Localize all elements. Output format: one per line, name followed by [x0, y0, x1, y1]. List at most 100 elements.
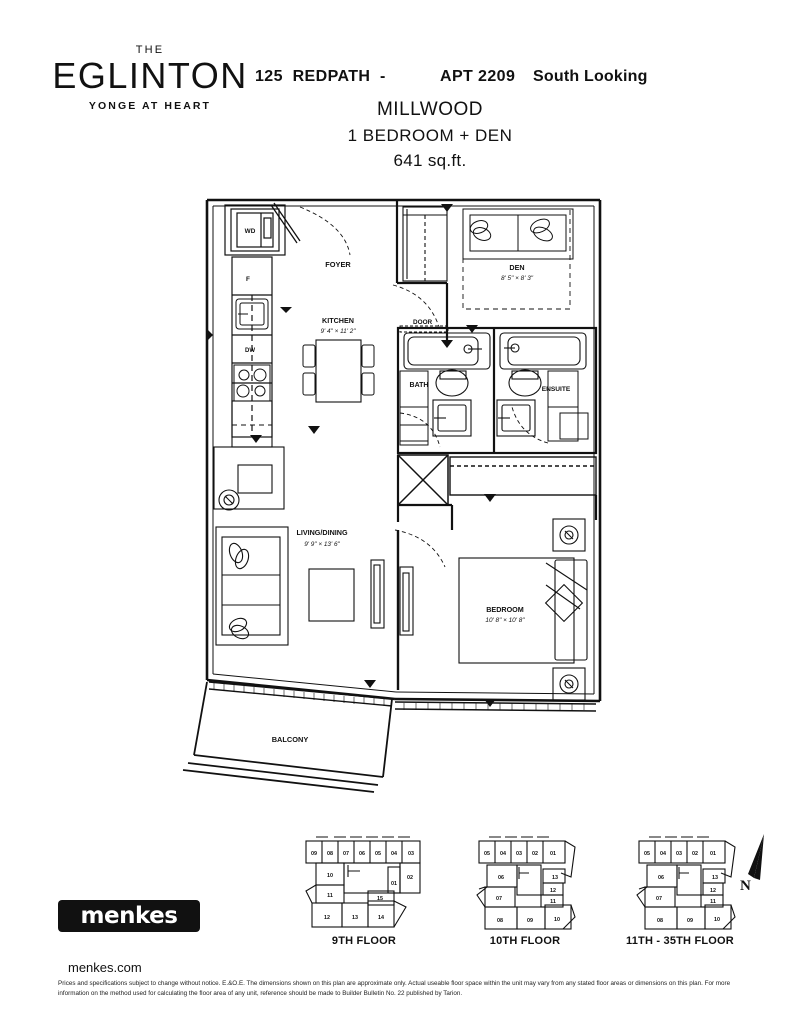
- svg-text:05: 05: [375, 851, 381, 857]
- media-console: [213, 446, 285, 511]
- exterior-walls: [205, 198, 602, 703]
- svg-text:10: 10: [714, 917, 720, 923]
- balcony-hatch: [213, 683, 585, 710]
- svg-text:02: 02: [532, 851, 538, 857]
- bed: [544, 559, 588, 661]
- room-label-living-dining: LIVING/DINING: [296, 528, 348, 537]
- laundry-closet: [224, 204, 286, 256]
- svg-text:10: 10: [554, 917, 560, 923]
- room-dims-kitchen: 9' 4" × 11' 2": [320, 328, 356, 335]
- nightstand-top: [552, 518, 586, 552]
- key-plan-9th-label: 9TH FLOOR: [331, 935, 397, 947]
- floor-plan: DEN 8' 5" × 8' 3" FOYER WD: [0, 185, 800, 815]
- svg-text:02: 02: [692, 851, 698, 857]
- menkes-website-url[interactable]: menkes.com: [68, 960, 142, 975]
- kitchen-counter: [231, 256, 273, 438]
- sheet-header: THE EGLINTON YONGE AT HEART 125 REDPATH …: [0, 0, 800, 185]
- eglinton-logo: THE EGLINTON YONGE AT HEART: [45, 44, 255, 112]
- dining-table: [315, 339, 362, 403]
- balcony-slab: [182, 681, 393, 793]
- bath-toilet: [435, 369, 469, 397]
- suite-area: 641 sq.ft.: [393, 151, 467, 170]
- appliance-label-wd: WD: [245, 228, 256, 235]
- annotation-door: DOOR: [413, 319, 433, 326]
- nightstand-bottom: [552, 667, 586, 701]
- bedroom-door-swing: [394, 529, 446, 568]
- svg-text:11: 11: [327, 893, 333, 899]
- svg-text:04: 04: [500, 851, 506, 857]
- svg-text:11: 11: [550, 899, 556, 905]
- svg-text:05: 05: [644, 851, 650, 857]
- svg-text:07: 07: [343, 851, 349, 857]
- ensuite-cabinet: [547, 370, 589, 442]
- room-label-foyer: FOYER: [325, 260, 351, 269]
- svg-text:07: 07: [496, 896, 502, 902]
- corridor-walls: [396, 455, 598, 530]
- ensuite-tub: [499, 332, 587, 370]
- bath-cabinet: [399, 370, 429, 446]
- svg-text:12: 12: [710, 888, 716, 894]
- svg-text:03: 03: [676, 851, 682, 857]
- svg-text:05: 05: [484, 851, 490, 857]
- svg-text:03: 03: [408, 851, 414, 857]
- suite-type: 1 BEDROOM + DEN: [347, 126, 513, 145]
- svg-text:03: 03: [516, 851, 522, 857]
- dining-chairs: [302, 344, 375, 396]
- svg-text:12: 12: [550, 888, 556, 894]
- svg-text:06: 06: [658, 875, 664, 881]
- svg-text:04: 04: [391, 851, 397, 857]
- entry-door-swing: [299, 206, 351, 256]
- bath-vanity: [432, 399, 472, 437]
- project-address: 125 REDPATH -: [255, 68, 386, 85]
- appliance-label-dw: DW: [245, 348, 255, 354]
- mechanical-closet: [397, 454, 449, 506]
- bath-tub: [403, 332, 491, 370]
- dimension-markers: [207, 204, 496, 707]
- room-label-bedroom: BEDROOM: [486, 605, 524, 614]
- den-sofa: [462, 208, 574, 260]
- room-dims-bedroom: 10' 8" × 10' 8": [485, 617, 525, 624]
- svg-text:04: 04: [660, 851, 666, 857]
- svg-text:09: 09: [527, 918, 533, 924]
- svg-text:15: 15: [377, 896, 383, 902]
- north-arrow-icon: [748, 834, 764, 880]
- svg-text:08: 08: [497, 918, 503, 924]
- room-label-den: DEN: [509, 263, 524, 272]
- ensuite-vanity: [496, 399, 536, 437]
- room-dims-living-dining: 9' 9" × 13' 6": [304, 541, 340, 548]
- logo-wordmark: EGLINTON: [52, 55, 248, 96]
- svg-text:08: 08: [327, 851, 333, 857]
- svg-text:07: 07: [656, 896, 662, 902]
- suite-name: MILLWOOD: [376, 99, 484, 120]
- room-label-ensuite: ENSUITE: [542, 386, 571, 393]
- svg-text:06: 06: [498, 875, 504, 881]
- svg-text:01: 01: [710, 851, 716, 857]
- svg-text:01: 01: [391, 881, 397, 887]
- svg-text:08: 08: [657, 918, 663, 924]
- hall-closet: [449, 456, 597, 496]
- svg-text:13: 13: [712, 875, 718, 881]
- svg-text:06: 06: [359, 851, 365, 857]
- coffee-table: [308, 568, 355, 622]
- room-label-balcony: BALCONY: [272, 735, 309, 744]
- bedroom-area-outline: [458, 557, 575, 664]
- key-plan-11th-35th-label: 11TH - 35TH FLOOR: [626, 935, 734, 947]
- legal-disclaimer: Prices and specifications subject to cha…: [58, 980, 731, 997]
- svg-text:10: 10: [327, 873, 333, 879]
- room-label-kitchen: KITCHEN: [322, 316, 354, 325]
- svg-text:13: 13: [552, 875, 558, 881]
- logo-the-text: THE: [135, 44, 165, 56]
- balcony-slider-b: [399, 566, 414, 636]
- svg-text:13: 13: [352, 915, 358, 921]
- den-walls: [395, 200, 449, 345]
- logo-tagline: YONGE AT HEART: [88, 99, 212, 112]
- room-label-bath: BATH: [410, 382, 429, 389]
- apartment-number: APT 2209: [440, 68, 516, 85]
- key-plan-10th-label: 10TH FLOOR: [489, 935, 561, 947]
